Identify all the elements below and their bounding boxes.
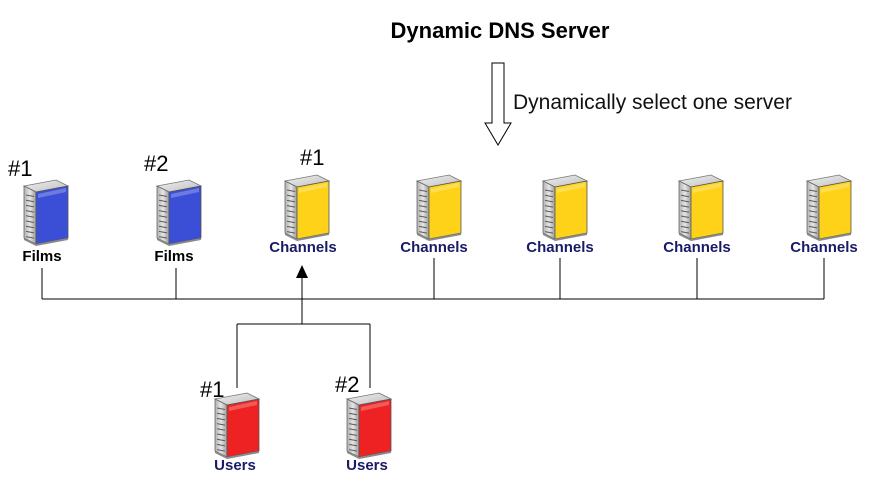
up-arrow-icon — [296, 265, 308, 278]
down-arrow-icon — [484, 62, 512, 146]
arrow-label: Dynamically select one server — [513, 91, 792, 114]
node-number: #2 — [335, 372, 359, 397]
node-label: Channels — [269, 239, 337, 256]
server-icon — [213, 392, 261, 459]
server-icon — [805, 174, 853, 241]
server-bus — [41, 258, 825, 300]
server-icon — [155, 179, 203, 246]
server-node: Channels — [526, 174, 594, 256]
server-node: Channels — [663, 174, 731, 256]
server-node: Channels — [790, 174, 858, 256]
node-label: Channels — [526, 239, 594, 256]
server-icon — [677, 174, 725, 241]
server-icon — [541, 174, 589, 241]
node-number: #1 — [8, 156, 32, 181]
diagram-title: Dynamic DNS Server — [391, 18, 610, 43]
node-number: #1 — [200, 377, 224, 402]
server-node: Channels — [400, 174, 468, 256]
node-label: Films — [154, 248, 193, 265]
user-connection — [236, 265, 371, 388]
server-icon — [345, 392, 393, 459]
node-label: Channels — [790, 239, 858, 256]
server-icon — [22, 179, 70, 246]
node-number: #1 — [300, 145, 324, 170]
server-icon — [283, 174, 331, 241]
node-label: Channels — [400, 239, 468, 256]
server-icon — [415, 174, 463, 241]
node-label: Users — [214, 457, 256, 474]
node-label: Channels — [663, 239, 731, 256]
node-label: Films — [22, 248, 61, 265]
node-label: Users — [346, 457, 388, 474]
node-number: #2 — [144, 151, 168, 176]
